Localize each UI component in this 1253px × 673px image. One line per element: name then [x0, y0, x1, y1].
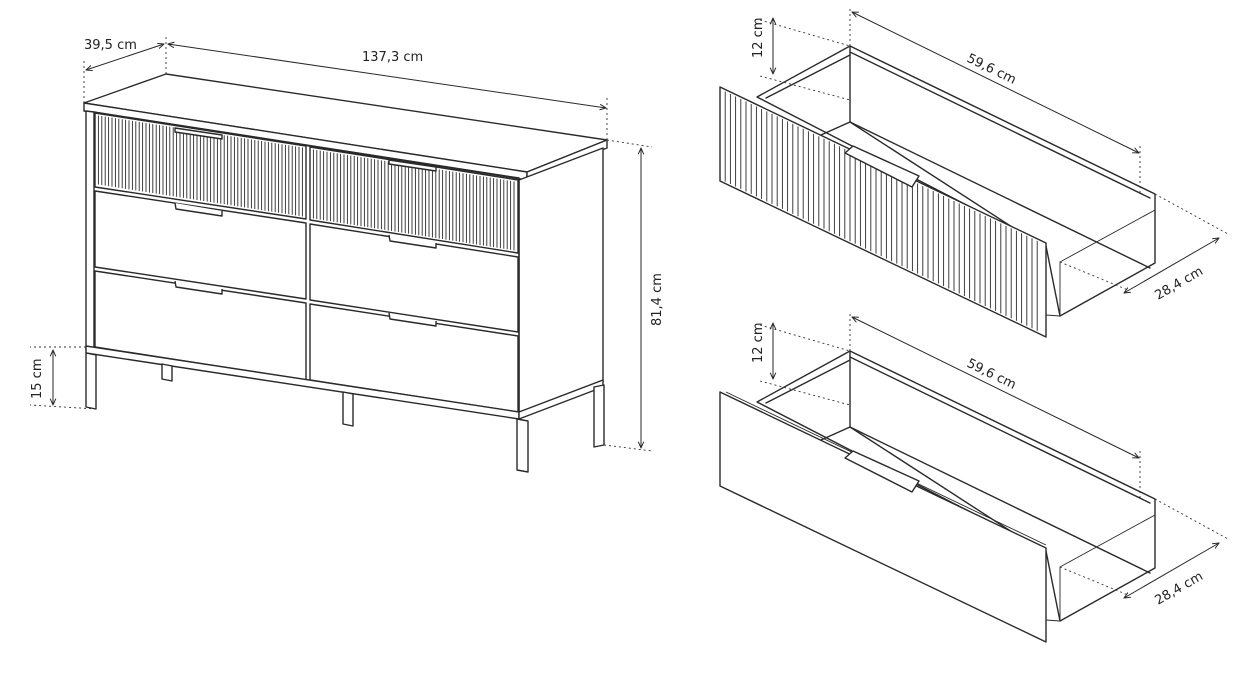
drawer-bottom-height-label: 12 cm [751, 323, 766, 364]
drawer-top-handle [844, 145, 920, 188]
drawer-bottom-handle [844, 450, 920, 493]
cabinet-drawing [83, 73, 608, 473]
drawer-bottom-width-dim [1124, 543, 1219, 598]
fluted-drawer-left [94, 112, 307, 220]
drawer-top-drawing [719, 45, 1156, 338]
leg-height-label: 15 cm [30, 359, 45, 400]
cabinet-side-panel [518, 147, 604, 415]
depth-dim-line [86, 44, 164, 70]
drawer-front-2l [94, 190, 307, 300]
drawer-top-length-dim [852, 12, 1139, 153]
drawer-top-length-label: 59,6 cm [964, 51, 1018, 88]
fluted-drawer-right [309, 146, 519, 254]
drawer-top-width-label: 28,4 cm [1153, 264, 1206, 303]
drawer-handles [174, 127, 437, 327]
drawer-bottom-length-label: 59,6 cm [964, 356, 1018, 393]
cabinet-left-panel [85, 110, 95, 353]
drawer-top-height-label: 12 cm [751, 18, 766, 59]
cabinet-legs [85, 352, 605, 473]
width-dim-line [168, 44, 606, 108]
drawer-bottom-length-dim [852, 317, 1139, 458]
drawer-front-2r [309, 223, 519, 333]
height-label: 81,4 cm [650, 273, 665, 326]
width-label: 137,3 cm [362, 50, 423, 65]
cabinet-dimensions: 39,5 cm 137,3 cm 81,4 cm 15 cm [29, 36, 665, 452]
depth-label: 39,5 cm [84, 38, 137, 53]
drawer-bottom-drawing [719, 350, 1156, 643]
drawer-bottom-width-label: 28,4 cm [1153, 569, 1206, 608]
drawer-top-width-dim [1124, 238, 1219, 293]
drawer-bottom-front [719, 391, 1047, 643]
